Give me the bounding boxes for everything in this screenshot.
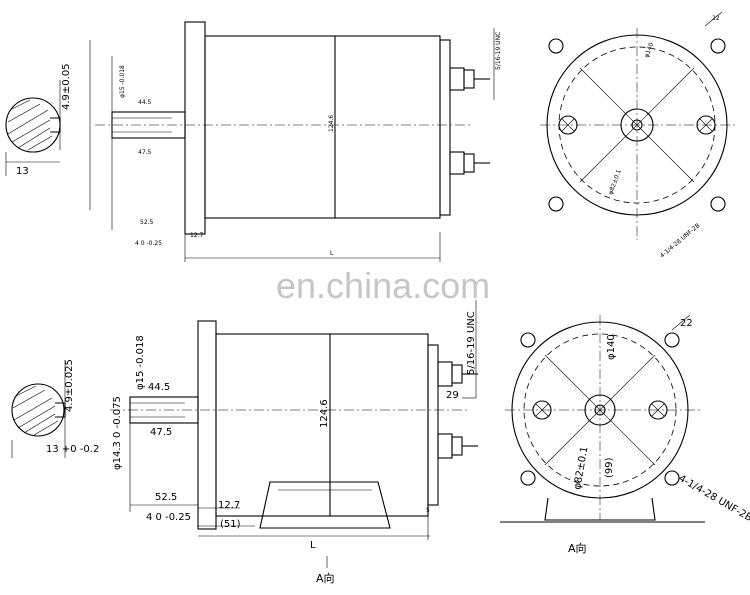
top-terminal-thread: 5/16-19 UNC: [495, 32, 502, 70]
bottom-view-label: A向: [316, 571, 335, 585]
bottom-ext-length: 52.5: [155, 492, 177, 503]
bottom-flange-ref: (51): [220, 519, 241, 530]
bottom-terminal-dim-29: 29: [446, 390, 459, 401]
bottom-end-dim-22: 22: [680, 318, 693, 329]
top-ext-length: 52.5: [140, 219, 154, 226]
top-shaft-width-dim: 13: [16, 166, 29, 177]
top-end-holes: 4-1/4-28 UNF-2B: [659, 222, 702, 259]
top-collar-dim: φ15 -0.018: [119, 65, 126, 98]
bottom-terminals: 5/16-19 UNC 29: [437, 300, 478, 459]
bottom-view-indicator: A向: [316, 556, 335, 585]
bottom-key-length: 44.5: [148, 382, 170, 393]
top-key-length: 44.5: [138, 99, 152, 106]
top-shaft-key-dim: 4.9±0.05: [61, 63, 72, 110]
bottom-end-view-label: A向: [568, 541, 587, 555]
top-overall-length: L: [330, 250, 334, 257]
top-base-dim: 4 0 -0.25: [135, 240, 162, 247]
top-shaft-length: 47.5: [138, 149, 152, 156]
bottom-overall-length: L: [310, 540, 316, 551]
top-shaft-section: 13 4.9±0.05: [5, 63, 72, 177]
bottom-right-small-dim: 5: [426, 507, 430, 514]
bottom-base-dim: 4 0 -0.25: [146, 512, 191, 523]
top-end-dim-140: φ140: [643, 42, 655, 59]
top-motor-side-view: L 124.6 44.5 47.5 52.5 12.7 4 0 -0.25 φ1…: [89, 21, 470, 262]
bottom-motor-side-view: φ15 -0.018 44.5 47.5 124.6 52.5 12.7 (51…: [110, 320, 470, 551]
top-end-view: 22 φ140 φ82±0.1 4-1/4-28 UNF-2B: [540, 11, 735, 260]
top-terminals: 5/16-19 UNC: [449, 28, 502, 175]
bottom-collar-dim: φ15 -0.018: [135, 335, 146, 390]
bottom-shaft-section: 4.9±0.025 13 +0 -0.2 φ14.3 0 -0.075: [11, 359, 123, 470]
bottom-end-view: 22 φ140 (99) φ82±0.1 4-1/4-28 UNF-2B A向: [500, 314, 750, 555]
top-flange-dim: 12.7: [190, 232, 204, 239]
bottom-terminal-thread: 5/16-19 UNC: [466, 311, 477, 375]
top-end-pcd: φ82±0.1: [607, 169, 623, 196]
bottom-end-dim-99: (99): [604, 457, 615, 478]
bottom-end-holes: 4-1/4-28 UNF-2B: [677, 473, 750, 524]
bottom-body-length: 124.6: [319, 399, 330, 428]
bottom-flange-dim: 12.7: [218, 500, 240, 511]
bottom-shaft-width-dim: 13 +0 -0.2: [46, 444, 99, 455]
bottom-shaft-length: 47.5: [150, 427, 172, 438]
top-end-dim-22: 22: [712, 15, 720, 22]
bottom-shaft-dia-dim: φ14.3 0 -0.075: [112, 396, 123, 470]
bottom-end-dim-140: φ140: [606, 334, 617, 360]
watermark: en.china.com: [276, 265, 490, 306]
bottom-end-pcd: φ82±0.1: [572, 446, 590, 491]
top-body-length: 124.6: [328, 115, 335, 132]
bottom-shaft-key-dim: 4.9±0.025: [64, 359, 75, 412]
